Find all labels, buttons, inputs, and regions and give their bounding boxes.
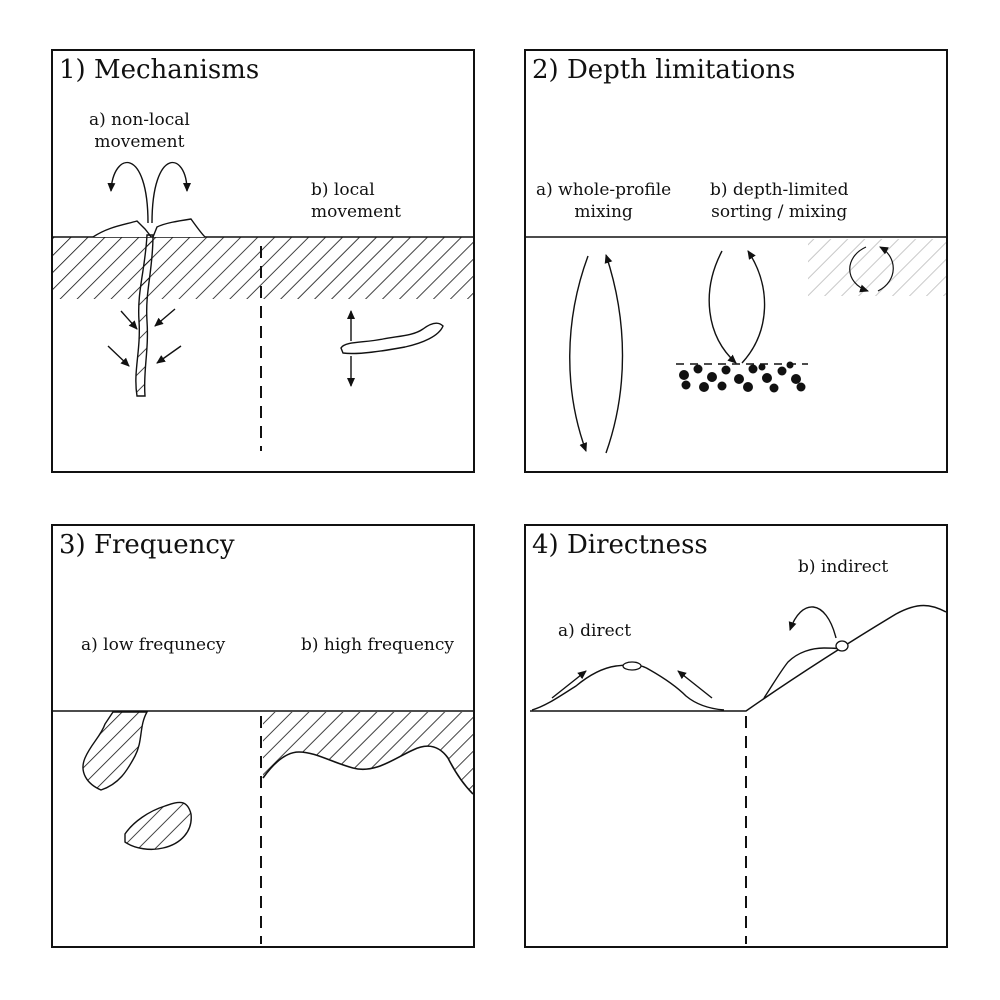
burrow-opening — [835, 640, 849, 652]
infill-arrow — [107, 345, 130, 367]
depth-limitations-diagram — [526, 236, 946, 454]
burrow-opening — [622, 661, 642, 671]
sorting-arrow-up — [741, 250, 766, 364]
burrow-channel — [135, 234, 154, 397]
direct-arrow-left — [551, 670, 587, 699]
label-local-movement: b) local movement — [311, 180, 401, 222]
isolated-burrow-fill — [124, 801, 192, 851]
nonlocal-arrow-left — [107, 161, 149, 224]
local-movement-lens — [340, 322, 444, 355]
panel-depth-limitations: 2) Depth limitations a) whole-profile mi… — [524, 49, 948, 473]
panel-title: 4) Directness — [532, 530, 708, 560]
nonlocal-arrow-right — [151, 161, 191, 224]
panel-mechanisms: 1) Mechanisms a) non-local movement b) l… — [51, 49, 475, 473]
shallow-mixing-arrow — [877, 246, 894, 292]
panel-title: 2) Depth limitations — [532, 55, 796, 85]
surface-layer-hatched — [53, 237, 473, 299]
ground-profile — [530, 604, 946, 712]
continuous-mixed-layer — [263, 712, 473, 794]
direct-mound — [531, 663, 725, 711]
mechanisms-diagram — [53, 161, 473, 451]
whole-profile-arrow-up — [604, 254, 624, 454]
label-non-local-movement: a) non-local movement — [89, 110, 190, 152]
isolated-burrow-fill — [82, 711, 149, 791]
panel-frequency: 3) Frequency a) low frequnecy b) high fr… — [51, 524, 475, 948]
label-direct: a) direct — [558, 621, 632, 641]
label-whole-profile-mixing: a) whole-profile mixing — [536, 180, 672, 222]
panel-title: 3) Frequency — [59, 530, 235, 560]
stone-line — [676, 361, 808, 393]
directness-diagram — [530, 604, 946, 944]
label-low-frequency: a) low frequnecy — [81, 635, 226, 655]
indirect-arrow — [788, 606, 837, 639]
infill-arrow — [120, 310, 138, 330]
mixed-layer-boundary — [262, 745, 473, 795]
direct-arrow-right — [677, 670, 713, 699]
shallow-mixing-zone — [808, 239, 946, 296]
frequency-diagram — [53, 710, 473, 944]
label-depth-limited-sorting: b) depth-limited sorting / mixing — [710, 180, 849, 222]
label-high-frequency: b) high frequency — [301, 635, 454, 655]
panel-title: 1) Mechanisms — [59, 55, 260, 85]
label-indirect: b) indirect — [798, 557, 889, 577]
surface-mound — [92, 218, 206, 238]
shallow-mixing-arrow — [849, 246, 869, 293]
sorting-arrow-down — [708, 250, 737, 364]
panel-directness: 4) Directness a) direct b) indirect — [524, 524, 948, 948]
indirect-deposit — [763, 647, 841, 699]
infill-arrow — [156, 345, 182, 364]
whole-profile-arrow-down — [569, 255, 589, 452]
infill-arrow — [154, 308, 176, 327]
